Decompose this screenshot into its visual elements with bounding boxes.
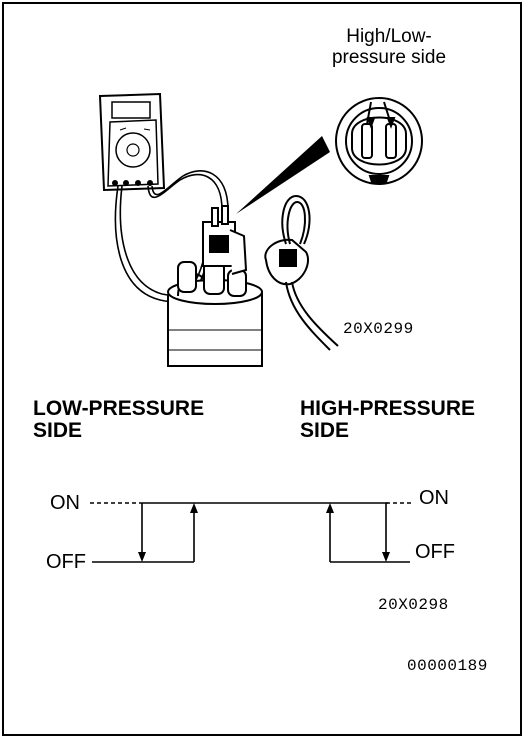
left-on-label: ON bbox=[50, 492, 80, 514]
low-pressure-heading-line2: SIDE bbox=[33, 419, 83, 442]
high-pressure-heading-line1: HIGH-PRESSURE bbox=[300, 397, 476, 420]
high-pressure-heading-line2: SIDE bbox=[300, 419, 350, 442]
high-low-pressure-callout: High/Low- pressure side bbox=[309, 26, 469, 68]
low-pressure-heading-line1: LOW-PRESSURE bbox=[33, 397, 205, 420]
callout-label-line2: pressure side bbox=[331, 47, 447, 68]
page-code: 00000189 bbox=[407, 657, 488, 675]
right-off-label: OFF bbox=[415, 541, 455, 563]
connector-plug bbox=[264, 194, 339, 351]
low-pressure-side-heading: LOW-PRESSURE SIDE bbox=[33, 398, 204, 442]
illustration-code: 20X0299 bbox=[343, 320, 414, 338]
callout-label-line1: High/Low- bbox=[346, 26, 432, 47]
high-pressure-side-heading: HIGH-PRESSURE SIDE bbox=[300, 398, 475, 442]
right-on-label: ON bbox=[419, 487, 449, 509]
callout-pointer bbox=[236, 136, 330, 214]
connector-closeup bbox=[335, 97, 423, 185]
multimeter-drawing bbox=[98, 92, 166, 192]
pressure-switch-body bbox=[167, 205, 263, 367]
diagram-code: 20X0298 bbox=[378, 596, 449, 614]
left-off-label: OFF bbox=[46, 551, 86, 573]
